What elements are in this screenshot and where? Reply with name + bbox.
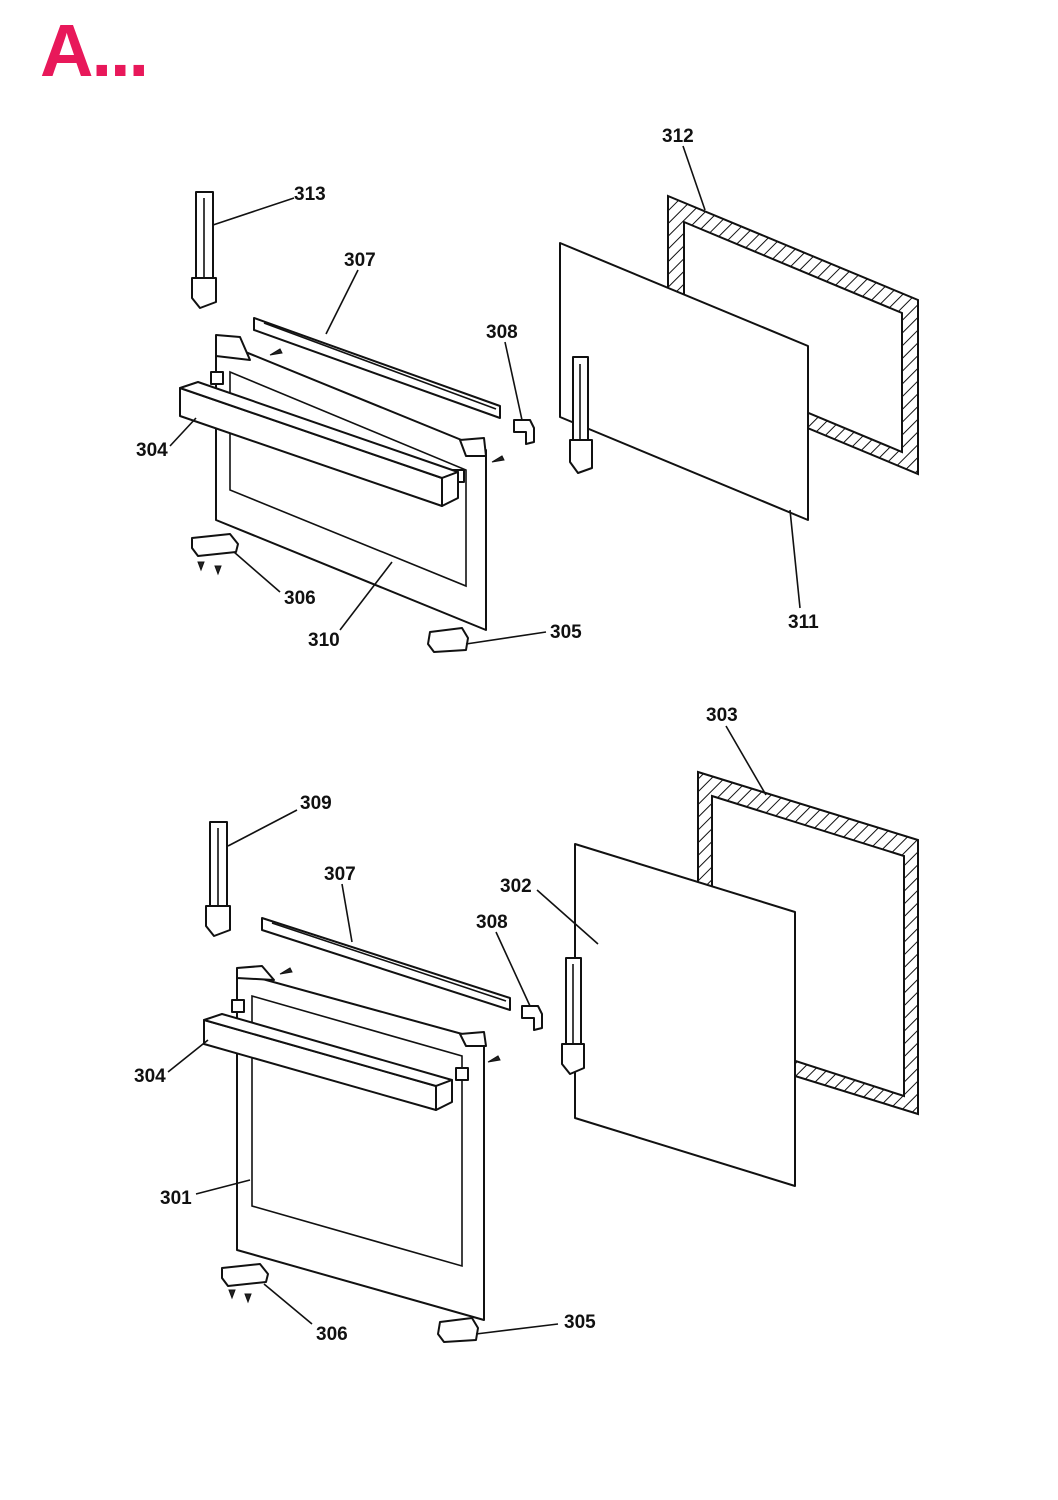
- screws-lower: [228, 967, 501, 1304]
- callout-303: 303: [706, 705, 738, 726]
- callout-307-upper: 307: [344, 250, 376, 271]
- screws-upper: [197, 348, 505, 576]
- callout-308-upper: 308: [486, 322, 518, 343]
- callout-302: 302: [500, 876, 532, 897]
- callout-310: 310: [308, 630, 340, 651]
- hinge-on-glass: [569, 356, 593, 474]
- part-307-top-trim: [253, 317, 501, 419]
- part-304-handle: [179, 381, 459, 507]
- part-311-glass-panel: [559, 242, 809, 521]
- callout-313: 313: [294, 184, 326, 205]
- part-308-bracket: [513, 419, 535, 445]
- upper-assembly: 312 313 307 308 304 306 310 305 311: [136, 126, 919, 653]
- callout-304-upper: 304: [136, 440, 168, 461]
- part-309-hinge: [205, 821, 231, 937]
- callout-304-lower: 304: [134, 1066, 166, 1087]
- lower-assembly: 303 309 307 302 308 304 301 306 305: [134, 705, 919, 1345]
- part-306-left-foot: [191, 533, 239, 557]
- part-301-outer-door: [231, 965, 487, 1321]
- page-title: A...: [40, 9, 149, 92]
- callout-311: 311: [788, 612, 819, 633]
- part-313-hinge: [191, 191, 217, 309]
- part-305-right-foot-lower: [437, 1317, 479, 1343]
- part-308-bracket-lower: [521, 1005, 543, 1031]
- callout-312: 312: [662, 126, 694, 147]
- part-304-handle-lower: [203, 1013, 453, 1111]
- part-305-right-foot: [427, 627, 469, 653]
- part-306-left-foot-lower: [221, 1263, 269, 1287]
- callout-309: 309: [300, 793, 332, 814]
- callout-308-lower: 308: [476, 912, 508, 933]
- callout-305-lower: 305: [564, 1312, 596, 1333]
- part-302-glass-panel: [574, 843, 796, 1187]
- part-307-top-trim-lower: [261, 917, 511, 1011]
- hinge-on-glass-lower: [561, 957, 585, 1075]
- callout-301: 301: [160, 1188, 192, 1209]
- callout-305-upper: 305: [550, 622, 582, 643]
- callout-306-upper: 306: [284, 588, 316, 609]
- callout-307-lower: 307: [324, 864, 356, 885]
- callout-306-lower: 306: [316, 1324, 348, 1345]
